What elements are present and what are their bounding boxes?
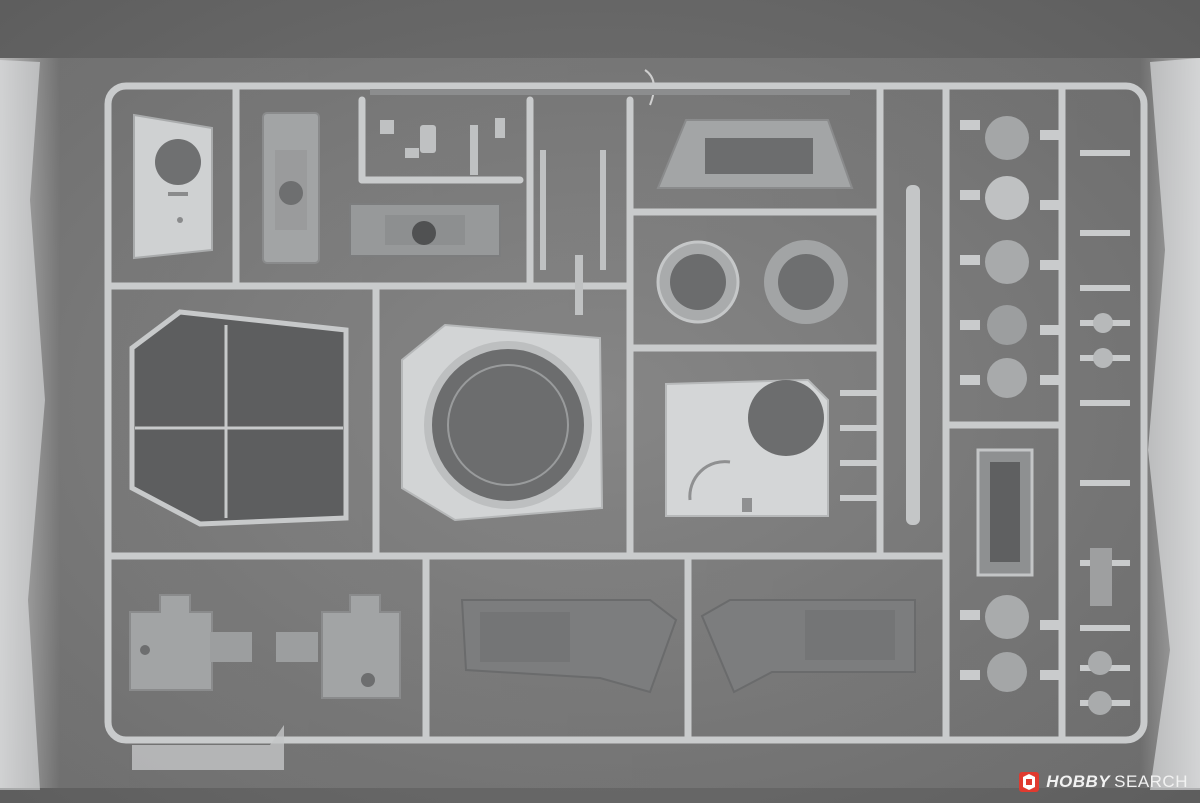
part-fender-plates	[460, 599, 916, 694]
bag-right-edge	[1148, 58, 1200, 790]
part-trapezoid-frame	[656, 119, 854, 189]
sprue-tag	[132, 725, 284, 770]
part-ring-left	[656, 240, 740, 324]
part-hull-box	[129, 309, 349, 527]
part-brackets	[129, 594, 401, 699]
sprue-frame	[104, 82, 1148, 744]
part-rect-hatch	[349, 203, 501, 257]
part-discs-bottom	[985, 548, 1112, 715]
part-hatch-plate	[133, 113, 213, 260]
part-discs-top	[985, 116, 1113, 398]
part-ring-right	[764, 240, 848, 324]
part-door-panel	[262, 112, 320, 264]
bag-left-edge	[0, 60, 45, 790]
watermark-brand-first: HOBBY	[1046, 772, 1111, 791]
watermark-brand-second: SEARCH	[1114, 772, 1188, 791]
watermark: HOBBY SEARCH	[1018, 771, 1188, 793]
hobbysearch-logo-icon	[1019, 772, 1040, 792]
part-storage-box	[976, 448, 1034, 577]
part-deck-plate	[665, 378, 829, 517]
part-turret-ring-plate	[401, 323, 604, 522]
part-small-fittings	[380, 118, 606, 315]
part-long-rod	[906, 185, 920, 525]
watermark-text: HOBBY SEARCH	[1046, 772, 1188, 792]
